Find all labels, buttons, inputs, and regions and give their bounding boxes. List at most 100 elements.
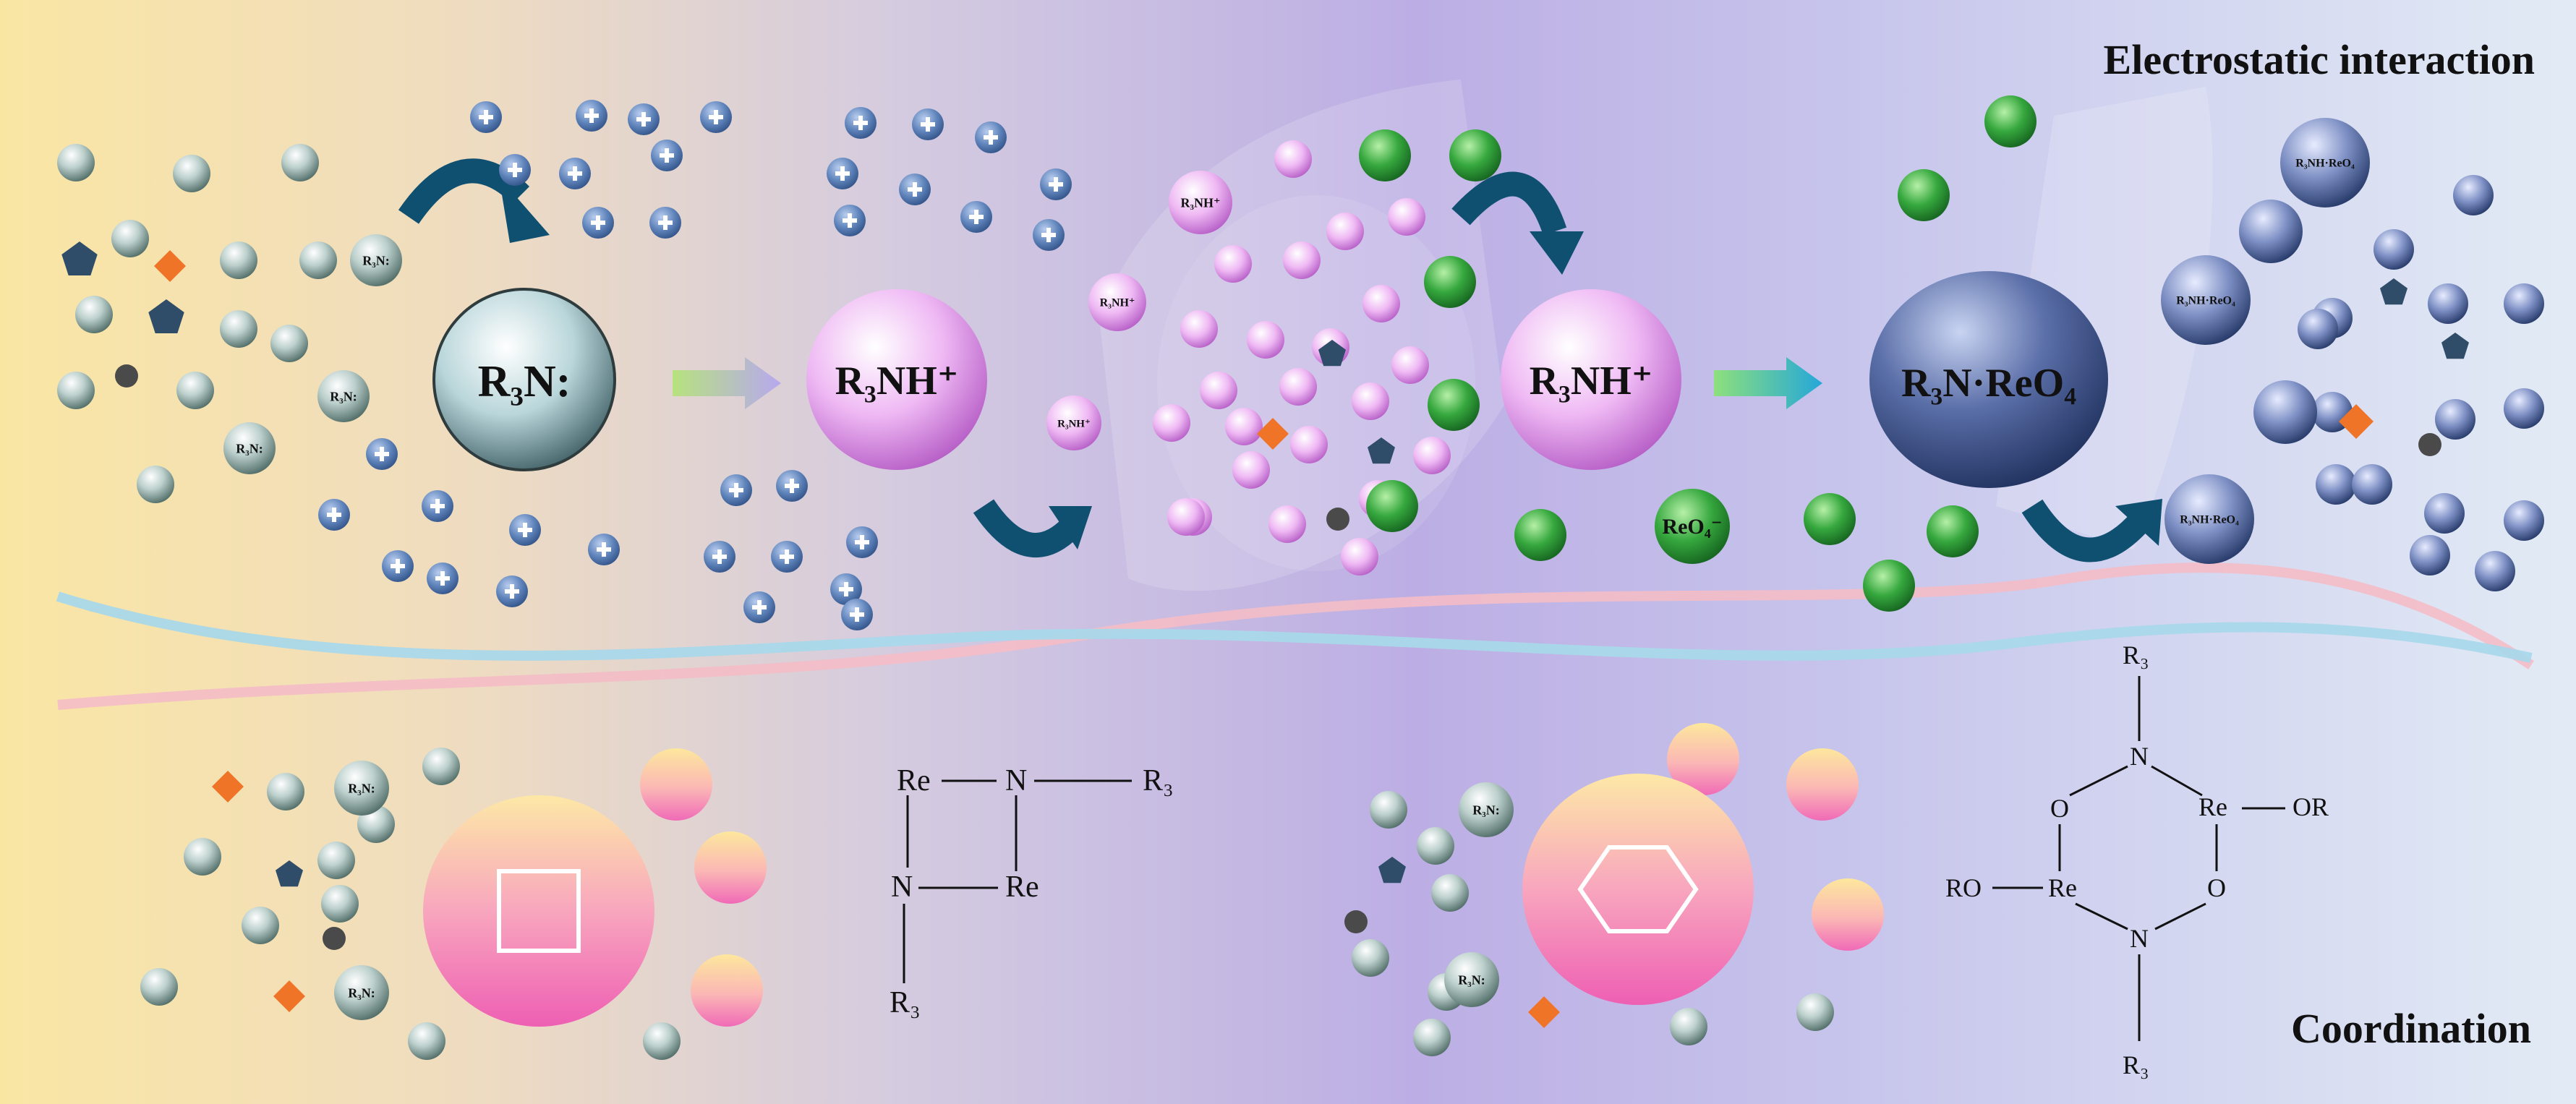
amine-sphere (267, 773, 304, 810)
straight-arrow-1 (673, 357, 781, 409)
complex-sphere-labeled (2280, 118, 2370, 207)
plus-icon (658, 215, 673, 230)
plus-icon (430, 499, 445, 513)
amine-sphere (1352, 939, 1389, 977)
peach-sphere (694, 831, 767, 904)
complex-sphere (2352, 464, 2392, 505)
complex-sphere (2475, 551, 2515, 591)
protonated-sphere (1247, 321, 1284, 359)
diamond-icon (212, 771, 244, 803)
peach-sphere (1786, 748, 1859, 821)
pentagon-icon (148, 299, 184, 333)
amine-sphere (176, 372, 214, 409)
ribbon-cyan (56, 591, 2533, 663)
amine-sphere (1796, 993, 1834, 1031)
pentagon-icon (61, 241, 98, 275)
amine-sphere (321, 885, 359, 923)
amine-sphere (75, 296, 113, 333)
amine-sphere-labeled-label: R₃N: (362, 253, 389, 268)
peach-sphere (640, 748, 712, 821)
complex-sphere-large: R₃N·ReO₄ (1869, 271, 2108, 488)
heading-electrostatic: Electrostatic interaction (2104, 36, 2535, 83)
protonated-sphere (1180, 310, 1218, 348)
plus-icon (518, 523, 532, 537)
green-sphere (1927, 505, 1979, 557)
amine-sphere (408, 1022, 445, 1060)
amine-sphere (299, 241, 337, 279)
amine-sphere-labeled-label: R₃N: (330, 389, 357, 403)
green-sphere (1359, 129, 1411, 181)
amine-sphere (1413, 1019, 1451, 1056)
protonated-sphere-left: R₃NH⁺ (806, 289, 987, 470)
ribbon-pink (57, 562, 2534, 710)
plus-icon (984, 130, 998, 145)
amine-sphere (184, 838, 221, 876)
green-sphere (1863, 560, 1915, 612)
plus-icon (375, 447, 389, 461)
plus-icon (835, 166, 850, 181)
plus-icon (729, 483, 743, 497)
amine-sphere (57, 372, 95, 409)
atom-n-left: N (891, 870, 913, 904)
coordination-sphere-hexagon (1522, 774, 1754, 1005)
plus-icon (660, 148, 674, 163)
protonated-sphere-right: R₃NH⁺ (1501, 289, 1681, 470)
complex-sphere (2374, 229, 2414, 270)
dot-icon (323, 927, 346, 950)
protonated-sphere (1413, 437, 1451, 474)
protonated-right-label: R₃NH⁺ (1530, 359, 1653, 403)
protonated-sphere (1388, 198, 1425, 236)
plus-icon (1049, 177, 1063, 192)
complex-sphere (2504, 283, 2544, 324)
plus-icon (921, 117, 935, 132)
amine-sphere-labeled-label: R₃N: (1472, 803, 1499, 817)
protonated-sphere-labeled (1169, 171, 1232, 234)
complex-sphere (2239, 200, 2303, 263)
protonated-sphere-labeled (1046, 395, 1101, 450)
green-sphere (1424, 256, 1476, 308)
protonated-sphere (1362, 285, 1400, 322)
peach-sphere (691, 954, 763, 1027)
complex-sphere-labeled-label: R₃NH·ReO₄ (2295, 158, 2355, 170)
amine-sphere-labeled (334, 761, 389, 816)
amine-sphere-labeled (317, 370, 370, 422)
perrhenate-sphere: ReO₄⁻ (1655, 489, 1730, 564)
plus-icon (1041, 228, 1056, 242)
atom-re-bottom: Re (1005, 870, 1039, 904)
protonated-left-label: R₃NH⁺ (835, 359, 959, 403)
plus-icon (855, 535, 869, 549)
amine-sphere (422, 748, 460, 785)
complex-large-label: R₃N·ReO₄ (1901, 361, 2076, 406)
complex-sphere (2504, 500, 2544, 541)
amine-sphere (220, 310, 257, 348)
protonated-sphere (1352, 382, 1389, 420)
complex-sphere (2428, 283, 2468, 324)
protonated-sphere (1283, 241, 1321, 279)
plus-icon (479, 110, 493, 124)
plus-icon (508, 163, 522, 177)
pentagon-icon (276, 860, 303, 887)
protonated-sphere (1341, 538, 1378, 575)
diamond-icon (154, 250, 186, 282)
green-sphere (1449, 129, 1501, 181)
amine-sphere-labeled-label: R₃N: (1458, 972, 1485, 987)
amine-sphere (1670, 1008, 1707, 1045)
dot-icon (1326, 508, 1349, 531)
green-sphere (1514, 509, 1566, 561)
amine-sphere (111, 220, 149, 257)
amine-sphere (270, 325, 308, 362)
complex-sphere (2435, 399, 2475, 440)
group-r3-right: R₃ (1143, 764, 1174, 797)
amine-sphere-labeled (1459, 782, 1514, 837)
group-ro-left: RO (1945, 873, 1982, 902)
atom-re-top: Re (897, 764, 931, 797)
atom-n-bottom: N (2130, 924, 2149, 953)
diamond-icon (1257, 418, 1289, 450)
plus-icon (712, 549, 727, 564)
structure-six-ring: R₃ N O Re OR RO Re O N R₃ (1945, 641, 2329, 1079)
plus-icon (591, 215, 605, 230)
plus-icon (636, 112, 651, 127)
plus-icon (850, 607, 864, 622)
plus-icon (752, 600, 767, 615)
